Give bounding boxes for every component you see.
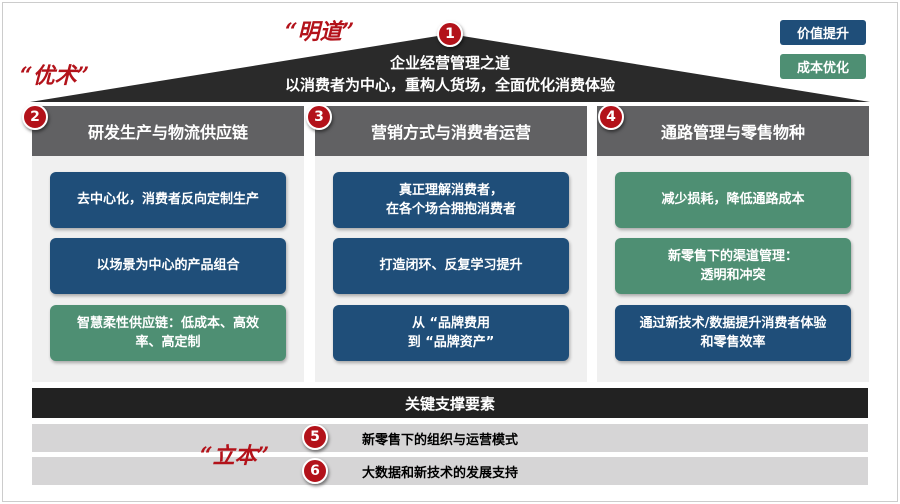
roof-title: 企业经营管理之道 (389, 54, 510, 72)
box: 新零售下的渠道管理： 透明和冲突 (615, 238, 851, 294)
calligraphy-youshu: “优术” (20, 63, 90, 89)
support-text: 新零售下的组织与运营模式 (362, 432, 519, 448)
support-item-6: 大数据和新技术的发展支持 (32, 457, 868, 485)
calligraphy-mingdao: “明道” (285, 19, 355, 45)
number-badge-2: 2 (22, 104, 48, 130)
support-text: 大数据和新技术的发展支持 (362, 465, 519, 481)
roof-triangle (30, 34, 870, 102)
number-badge-3: 3 (306, 104, 332, 130)
legend-cost-opt: 成本优化 (780, 54, 866, 79)
number-badge-1: 1 (437, 21, 463, 47)
box: 通过新技术/数据提升消费者体验 和零售效率 (615, 305, 851, 361)
number-badge-5: 5 (302, 424, 328, 450)
roof-subtitle: 以消费者为中心，重构人货场，全面优化消费体验 (284, 76, 615, 94)
box: 从 “品牌费用 到 “品牌资产” (333, 305, 569, 361)
box: 减少损耗，降低通路成本 (615, 172, 851, 228)
column-header: 通路管理与零售物种 (597, 106, 869, 156)
legend-value-up: 价值提升 (780, 20, 866, 45)
calligraphy-liben: “立本” (200, 443, 270, 469)
box: 以场景为中心的产品组合 (50, 238, 286, 294)
support-item-5: 新零售下的组织与运营模式 (32, 424, 868, 452)
column-header: 营销方式与消费者运营 (315, 106, 587, 156)
column-header: 研发生产与物流供应链 (32, 106, 304, 156)
box: 真正理解消费者， 在各个场合拥抱消费者 (333, 172, 569, 228)
support-header: 关键支撑要素 (32, 388, 868, 418)
number-badge-6: 6 (302, 458, 328, 484)
box: 去中心化，消费者反向定制生产 (50, 172, 286, 228)
number-badge-4: 4 (598, 104, 624, 130)
box: 智慧柔性供应链：低成本、高效 率、高定制 (50, 305, 286, 361)
box: 打造闭环、反复学习提升 (333, 238, 569, 294)
